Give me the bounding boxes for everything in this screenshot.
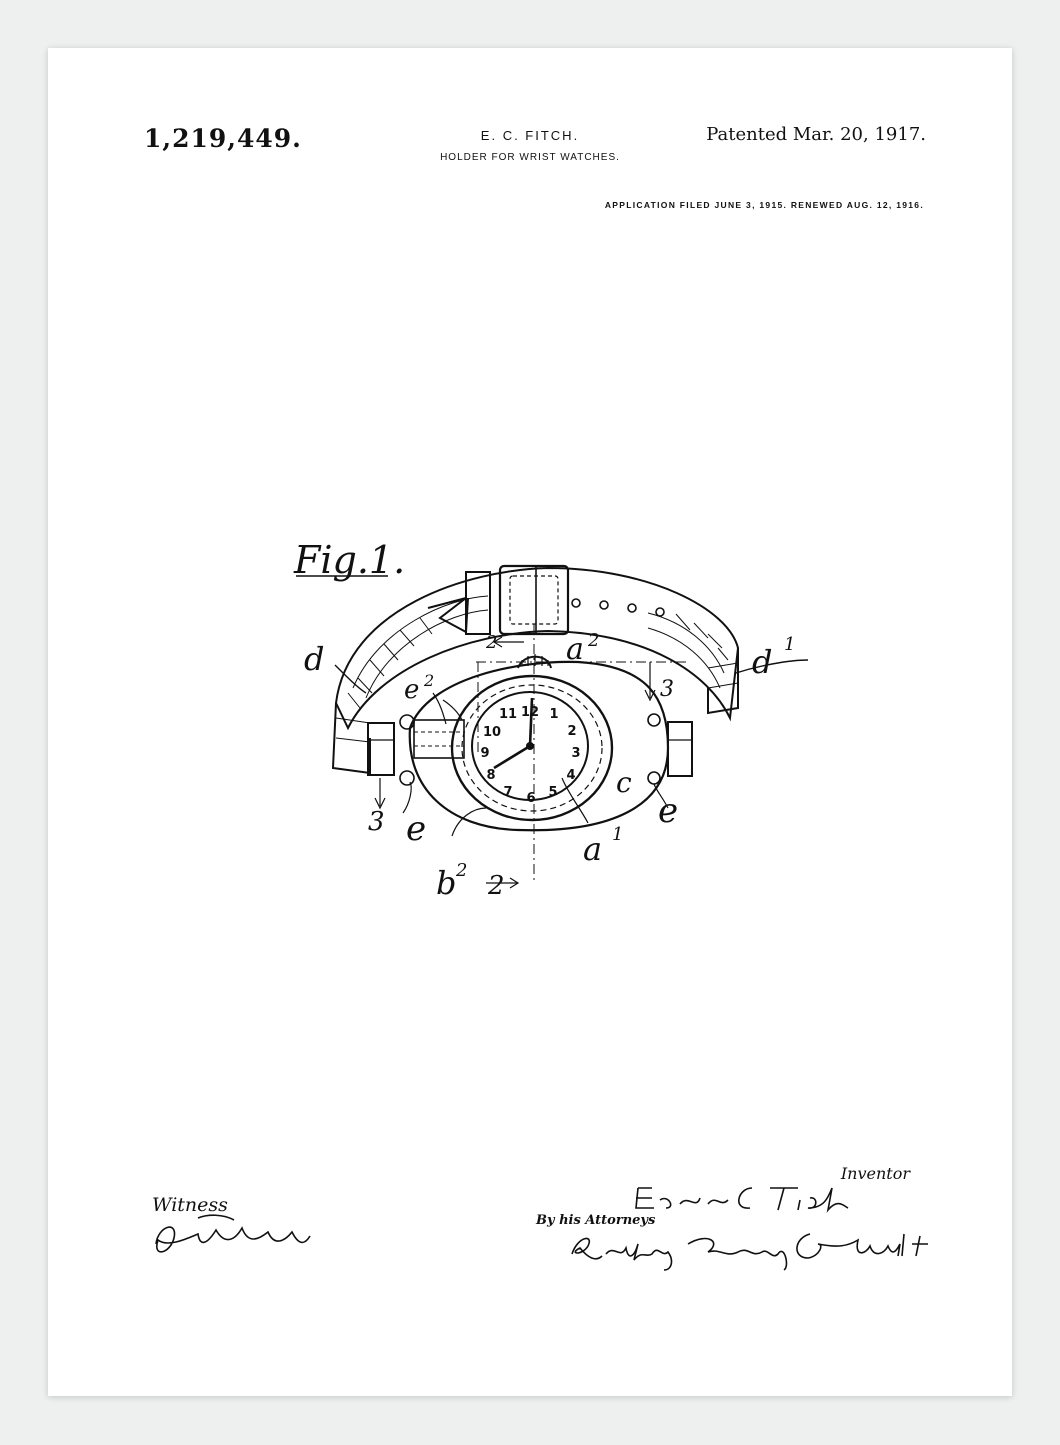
left-strap-loop (367, 722, 395, 776)
watch-case-outer (450, 674, 614, 822)
figure-label: Fig.1. (293, 538, 405, 582)
ref-e2-sup: 2 (423, 671, 434, 690)
dial-5: 5 (548, 785, 557, 800)
dial-numerals: 12 1 2 3 4 5 6 7 8 9 10 11 (480, 705, 580, 806)
witness-label: Witness (152, 1194, 228, 1216)
dial-4: 4 (566, 768, 575, 783)
dial-8: 8 (486, 768, 495, 783)
dial-9: 9 (480, 746, 489, 761)
dial-3: 3 (571, 746, 580, 761)
inventor-name-header: E. C. FITCH. (480, 128, 580, 143)
watch-minute-hand (528, 697, 534, 747)
patent-sheet: 1,219,449. E. C. FITCH. HOLDER FOR WRIST… (48, 48, 1012, 1396)
dial-1: 1 (549, 707, 558, 722)
by-attorneys-label: By his Attorneys (536, 1213, 656, 1228)
patent-number: 1,219,449. (144, 124, 302, 153)
ref-e-right: e (658, 791, 678, 831)
application-filed-line: APPLICATION FILED JUNE 3, 1915. RENEWED … (604, 200, 924, 210)
ref-d1-sup: 1 (784, 634, 795, 655)
wrist-watch-drawing: Fig.1. (155, 538, 928, 1271)
ref-e-left: e (406, 809, 426, 849)
reference-letters: d d 1 a 2 e 2 2 3 3 e c e a 1 2 b 2 (304, 630, 795, 902)
ref-b2: b (436, 864, 456, 902)
patent-title: HOLDER FOR WRIST WATCHES. (440, 152, 620, 163)
dial-10: 10 (483, 725, 501, 740)
ref-a1: a (583, 830, 602, 868)
watch-hour-hand (493, 744, 531, 770)
ref-d: d (304, 640, 324, 678)
dial-2: 2 (567, 724, 576, 739)
ref-e2: e (404, 675, 419, 705)
ref-sec2-bottom: 2 (487, 871, 505, 901)
ref-sec3-right: 3 (660, 677, 674, 702)
dial-7: 7 (503, 785, 512, 800)
strap-keeper (465, 571, 491, 635)
signatures-drawing (155, 1187, 928, 1271)
strap-left (331, 702, 371, 775)
ref-a1-sup: 1 (612, 824, 623, 845)
ref-sec2-top: 2 (485, 632, 497, 653)
ref-a2: a (566, 632, 584, 667)
dial-12: 12 (521, 705, 539, 720)
strap-back (334, 566, 740, 731)
ref-sec3-left: 3 (368, 807, 385, 837)
watch-dial (471, 691, 589, 801)
holder-plate (408, 660, 670, 832)
dial-11: 11 (499, 707, 517, 722)
patented-date: Patented Mar. 20, 1917. (706, 124, 926, 145)
right-strap-loop (667, 721, 693, 777)
ref-b2-sup: 2 (455, 860, 467, 881)
ref-a2-sup: 2 (587, 630, 599, 651)
ref-d1: d (752, 643, 772, 681)
strap-right (707, 648, 739, 715)
dial-6: 6 (526, 791, 535, 806)
inventor-label: Inventor (840, 1164, 910, 1183)
ref-c: c (616, 766, 632, 799)
